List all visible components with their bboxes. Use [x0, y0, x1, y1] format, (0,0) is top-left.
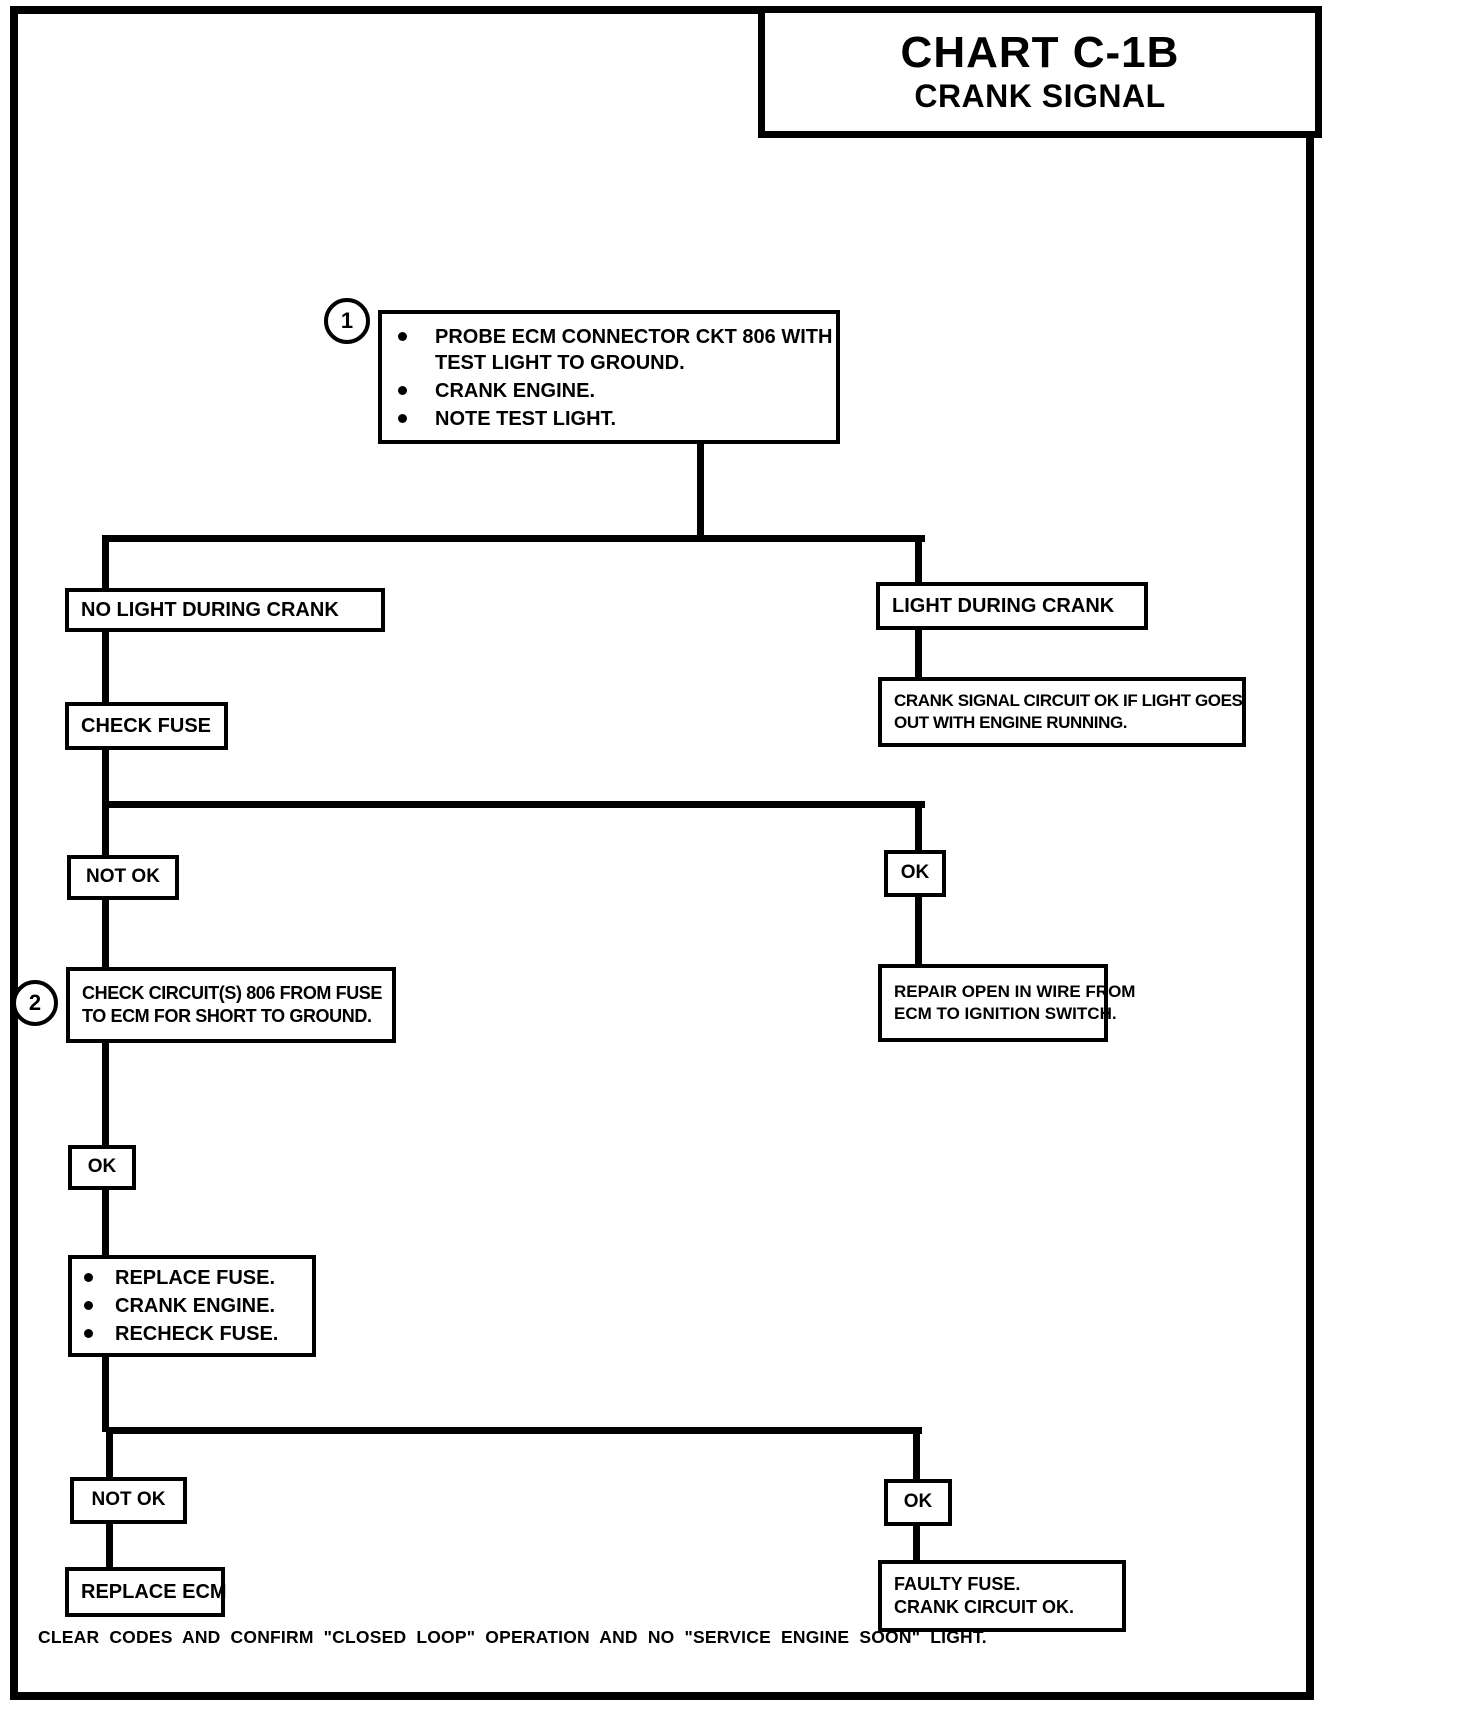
node-not-ok-1: NOT OK [67, 855, 179, 900]
step-badge-1: 1 [324, 298, 370, 344]
node-light-during-crank: LIGHT DURING CRANK [876, 582, 1148, 630]
connector [102, 801, 925, 808]
bullet-icon [84, 1301, 93, 1310]
node-label: CHECK FUSE [81, 715, 212, 737]
chart-subtitle: CRANK SIGNAL [914, 77, 1166, 114]
chart-title: CHART C-1B [900, 28, 1180, 78]
connector [102, 630, 109, 704]
node-label-line2: TO ECM FOR SHORT TO GROUND. [82, 1006, 372, 1026]
connector [915, 628, 922, 679]
connector [106, 1427, 113, 1479]
node-label: LIGHT DURING CRANK [892, 595, 1115, 617]
connector [106, 1427, 922, 1434]
footer-note: CLEAR CODES AND CONFIRM "CLOSED LOOP" OP… [38, 1627, 987, 1647]
node-label: OK [900, 862, 930, 884]
node-label: NO LIGHT DURING CRANK [81, 599, 339, 621]
node-no-light-during-crank: NO LIGHT DURING CRANK [65, 588, 385, 632]
connector [913, 1427, 920, 1481]
step1-bullet1: PROBE ECM CONNECTOR CKT 806 WITH [435, 326, 833, 348]
connector [106, 1522, 113, 1569]
node-repair-open-wire: REPAIR OPEN IN WIRE FROM ECM TO IGNITION… [878, 964, 1136, 1042]
step-badge-2-number: 2 [28, 990, 42, 1015]
node-label-line1: CHECK CIRCUIT(S) 806 FROM FUSE [82, 982, 383, 1003]
step-badge-2: 2 [12, 980, 58, 1026]
node-label-line2: OUT WITH ENGINE RUNNING. [894, 713, 1128, 732]
connector [102, 1041, 109, 1147]
node-check-circuit: CHECK CIRCUIT(S) 806 FROM FUSE TO ECM FO… [66, 967, 396, 1043]
node-label-line1: CRANK SIGNAL CIRCUIT OK IF LIGHT GOES [894, 690, 1243, 710]
node-check-fuse: CHECK FUSE [65, 702, 228, 750]
step-badge-1-number: 1 [340, 308, 354, 333]
connector [102, 898, 109, 969]
connector [915, 801, 922, 852]
bullet-icon [398, 332, 407, 341]
connector [102, 1355, 109, 1432]
bullet-icon [398, 386, 407, 395]
replace-fuse-bullet2: CRANK ENGINE. [115, 1295, 276, 1317]
connector [913, 1524, 920, 1562]
connector [915, 535, 922, 584]
page-frame [10, 6, 1314, 1700]
node-label: OK [903, 1491, 933, 1513]
connector [102, 1188, 109, 1257]
node-label-line2: ECM TO IGNITION SWITCH. [894, 1004, 1117, 1023]
connector [102, 535, 925, 542]
step1-bullet3: NOTE TEST LIGHT. [435, 408, 617, 430]
connector [915, 895, 922, 966]
node-step1: PROBE ECM CONNECTOR CKT 806 WITH TEST LI… [378, 310, 840, 444]
node-faulty-fuse: FAULTY FUSE. CRANK CIRCUIT OK. [878, 1560, 1126, 1632]
connector [697, 443, 704, 538]
node-ok-2: OK [68, 1145, 136, 1190]
node-label-line1: REPAIR OPEN IN WIRE FROM [894, 981, 1136, 1001]
node-replace-fuse-steps: REPLACE FUSE. CRANK ENGINE. RECHECK FUSE… [68, 1255, 316, 1357]
replace-fuse-bullet1: REPLACE FUSE. [115, 1267, 276, 1289]
replace-fuse-bullet3: RECHECK FUSE. [115, 1323, 279, 1345]
node-not-ok-2: NOT OK [70, 1477, 187, 1524]
connector [102, 801, 109, 857]
bullet-icon [398, 414, 407, 423]
connector [102, 748, 109, 806]
node-ok-1: OK [884, 850, 946, 897]
node-label: NOT OK [86, 866, 160, 888]
node-label-line2: CRANK CIRCUIT OK. [894, 1597, 1074, 1617]
node-label: OK [87, 1156, 117, 1178]
step1-bullet1-cont: TEST LIGHT TO GROUND. [435, 352, 685, 374]
step1-bullet2: CRANK ENGINE. [435, 380, 596, 402]
chart-title-box: CHART C-1B CRANK SIGNAL [758, 6, 1322, 138]
node-ok-3: OK [884, 1479, 952, 1526]
node-label: REPLACE ECM [81, 1581, 227, 1603]
node-label: NOT OK [91, 1489, 166, 1511]
bullet-icon [84, 1329, 93, 1338]
connector [102, 535, 109, 590]
node-replace-ecm: REPLACE ECM [65, 1567, 227, 1617]
bullet-icon [84, 1273, 93, 1282]
node-label-line1: FAULTY FUSE. [894, 1573, 1021, 1594]
node-crank-signal-circuit-ok: CRANK SIGNAL CIRCUIT OK IF LIGHT GOES OU… [878, 677, 1246, 747]
